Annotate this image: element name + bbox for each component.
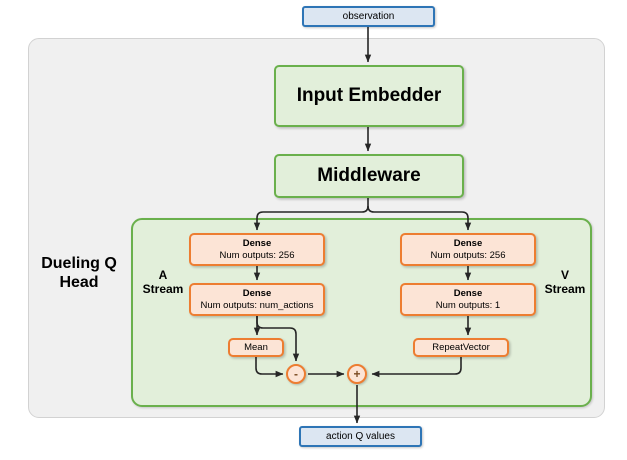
dueling-q-head-label: Dueling Q Head [32,254,126,292]
a-stream-dense-num-actions-node: Dense Num outputs: num_actions [189,283,325,316]
dueling-q-head-label-line1: Dueling Q [41,255,117,272]
repeat-vector-node: RepeatVector [413,338,509,357]
a-stream-label: A Stream [140,268,186,297]
a-stream-label-line2: Stream [142,282,184,297]
a-dense-256-detail: Num outputs: 256 [219,249,295,261]
action-q-values-label: action Q values [326,430,395,442]
add-operator-node: + [347,364,367,384]
v-stream-label-line2: Stream [544,282,586,297]
a-stream-label-line1: A [158,268,168,282]
observation-label: observation [342,10,395,22]
repeat-vector-label: RepeatVector [432,341,490,353]
middleware-node: Middleware [274,154,464,198]
v-stream-dense-1-node: Dense Num outputs: 1 [400,283,536,316]
v-dense-256-detail: Num outputs: 256 [430,249,506,261]
input-embedder-node: Input Embedder [274,65,464,127]
input-embedder-label: Input Embedder [296,84,442,106]
mean-node: Mean [228,338,284,357]
a-dense-actions-detail: Num outputs: num_actions [200,299,314,311]
middleware-label: Middleware [317,164,421,186]
a-stream-dense-256-node: Dense Num outputs: 256 [189,233,325,266]
dueling-q-head-label-line2: Head [59,274,99,292]
v-dense-1-detail: Num outputs: 1 [435,299,501,311]
a-dense-256-title: Dense [242,238,272,250]
v-stream-label-line1: V [560,268,569,282]
subtract-symbol: - [294,367,298,381]
mean-label: Mean [244,341,268,353]
v-stream-dense-256-node: Dense Num outputs: 256 [400,233,536,266]
add-symbol: + [353,367,361,381]
action-q-values-output-node: action Q values [299,426,422,447]
v-stream-label: V Stream [541,268,589,297]
a-dense-actions-title: Dense [242,288,272,300]
observation-input-node: observation [302,6,435,27]
v-dense-256-title: Dense [453,238,483,250]
subtract-operator-node: - [286,364,306,384]
v-dense-1-title: Dense [453,288,483,300]
